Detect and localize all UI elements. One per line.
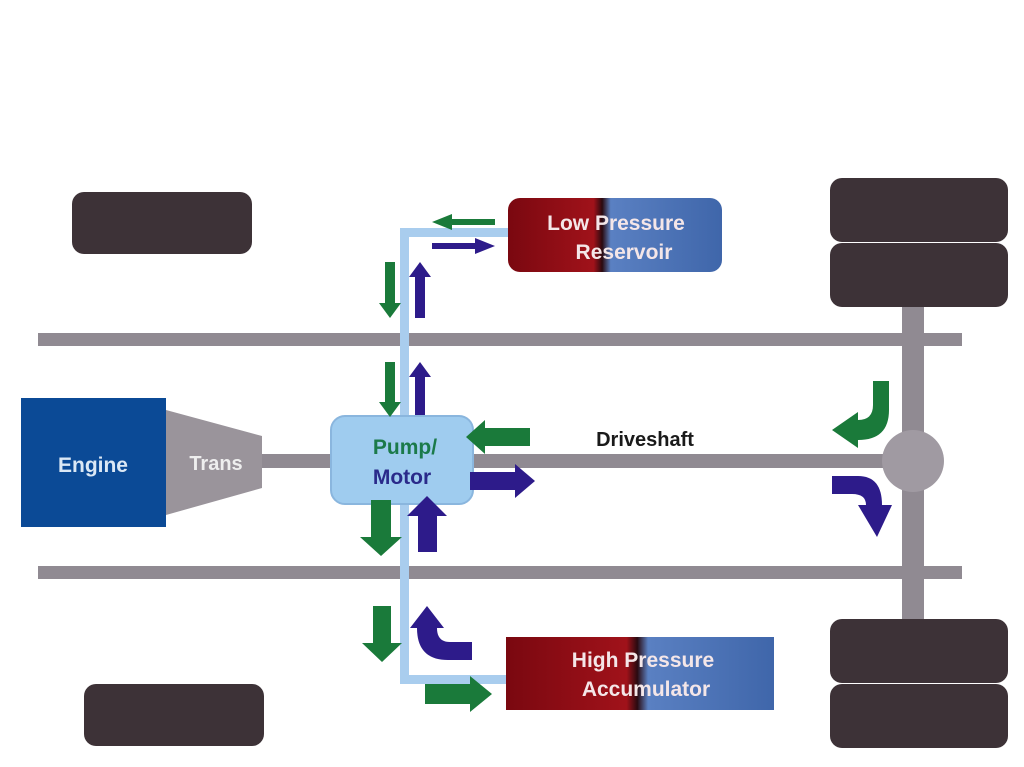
high-pressure-accumulator-label-line2: Accumulator: [582, 678, 710, 701]
front-right-tire: [84, 684, 264, 746]
purple-arrow-up-lower: [407, 496, 447, 552]
purple-curved-arrow-differential: [832, 476, 892, 537]
low-pressure-reservoir-label-line1: Low Pressure: [547, 212, 685, 235]
green-arrow-down-middle: [379, 362, 401, 417]
high-pressure-accumulator: [506, 637, 774, 710]
purple-arrow-to-driveshaft: [470, 464, 535, 498]
green-arrow-reservoir-out: [432, 214, 495, 230]
green-arrow-into-pump: [466, 420, 530, 454]
rear-right-tire-dual: [830, 619, 1008, 748]
frame-rail-top: [38, 333, 962, 346]
low-pressure-reservoir-label-line2: Reservoir: [576, 241, 673, 264]
high-pressure-accumulator-label-line1: High Pressure: [572, 649, 714, 672]
green-arrow-down-bottom: [362, 606, 402, 662]
frame-rail-bottom: [38, 566, 962, 579]
green-arrow-down-lower: [360, 500, 402, 556]
green-curved-arrow-differential: [832, 381, 889, 448]
driveshaft-label: Driveshaft: [596, 429, 694, 451]
front-left-tire: [72, 192, 252, 254]
rear-left-tire-dual: [830, 178, 1008, 307]
purple-arrow-up-middle: [409, 362, 431, 415]
purple-curved-arrow-accumulator: [410, 606, 472, 660]
transmission-label: Trans: [189, 453, 242, 475]
green-arrow-down-upper: [379, 262, 401, 318]
pump-motor-label-line2: Motor: [373, 466, 431, 489]
engine-block: [21, 398, 166, 527]
purple-arrow-into-reservoir: [432, 238, 495, 254]
low-pressure-reservoir: [508, 198, 722, 272]
purple-arrow-up-upper: [409, 262, 431, 318]
differential: [882, 430, 944, 492]
engine-label: Engine: [58, 454, 128, 477]
green-arrow-into-accumulator: [425, 676, 492, 712]
pump-motor-label-line1: Pump/: [373, 436, 437, 459]
transmission: [166, 410, 262, 515]
pump-motor: [330, 415, 474, 505]
